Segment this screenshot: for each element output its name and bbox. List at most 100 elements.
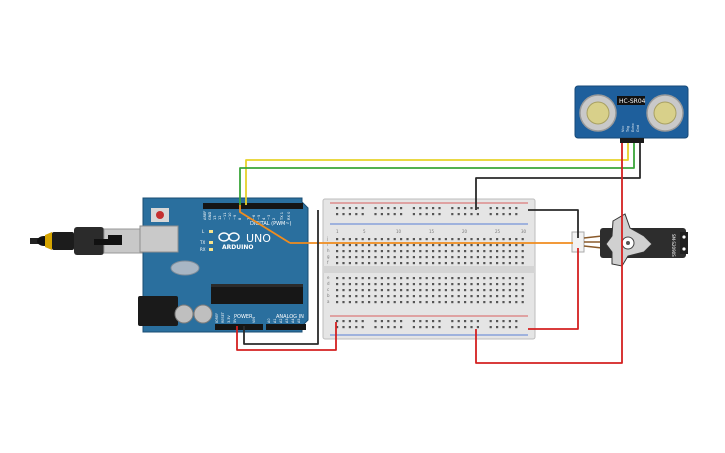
breadboard-hole[interactable] bbox=[374, 277, 377, 280]
breadboard-hole[interactable] bbox=[470, 256, 473, 259]
rail-hole[interactable] bbox=[336, 326, 339, 329]
breadboard-hole[interactable] bbox=[387, 250, 390, 253]
breadboard-hole[interactable] bbox=[406, 256, 409, 259]
breadboard-hole[interactable] bbox=[368, 295, 371, 298]
breadboard-hole[interactable] bbox=[355, 301, 358, 304]
breadboard-hole[interactable] bbox=[508, 283, 511, 286]
breadboard-hole[interactable] bbox=[483, 295, 486, 298]
breadboard-hole[interactable] bbox=[489, 250, 492, 253]
arduino-uno-board[interactable]: ARDUINO UNO DIGITAL (PWM~) POWER ANALOG … bbox=[138, 197, 309, 333]
breadboard-hole[interactable] bbox=[451, 238, 454, 241]
breadboard-hole[interactable] bbox=[508, 289, 511, 292]
breadboard-hole[interactable] bbox=[489, 289, 492, 292]
breadboard-hole[interactable] bbox=[438, 250, 441, 253]
rail-hole[interactable] bbox=[412, 207, 415, 210]
breadboard-hole[interactable] bbox=[406, 295, 409, 298]
breadboard-hole[interactable] bbox=[355, 289, 358, 292]
breadboard-hole[interactable] bbox=[432, 295, 435, 298]
breadboard-hole[interactable] bbox=[457, 277, 460, 280]
breadboard-hole[interactable] bbox=[489, 238, 492, 241]
breadboard-hole[interactable] bbox=[496, 238, 499, 241]
breadboard-hole[interactable] bbox=[476, 250, 479, 253]
breadboard-hole[interactable] bbox=[387, 283, 390, 286]
breadboard-hole[interactable] bbox=[393, 283, 396, 286]
wire-5v-red-arduino[interactable] bbox=[236, 322, 337, 351]
rail-hole[interactable] bbox=[419, 213, 422, 216]
breadboard-hole[interactable] bbox=[374, 295, 377, 298]
rail-hole[interactable] bbox=[425, 207, 428, 210]
breadboard-hole[interactable] bbox=[457, 244, 460, 247]
breadboard-hole[interactable] bbox=[419, 250, 422, 253]
breadboard-hole[interactable] bbox=[425, 301, 428, 304]
breadboard-hole[interactable] bbox=[425, 244, 428, 247]
breadboard-hole[interactable] bbox=[502, 289, 505, 292]
breadboard[interactable]: 1 5 10 15 20 25 30 j i h g f e d c b a bbox=[322, 198, 536, 340]
breadboard-hole[interactable] bbox=[502, 256, 505, 259]
rail-hole[interactable] bbox=[438, 326, 441, 329]
breadboard-hole[interactable] bbox=[412, 301, 415, 304]
rail-hole[interactable] bbox=[515, 213, 518, 216]
breadboard-hole[interactable] bbox=[425, 238, 428, 241]
breadboard-hole[interactable] bbox=[489, 244, 492, 247]
breadboard-hole[interactable] bbox=[336, 277, 339, 280]
breadboard-hole[interactable] bbox=[464, 238, 467, 241]
breadboard-hole[interactable] bbox=[393, 244, 396, 247]
breadboard-hole[interactable] bbox=[496, 295, 499, 298]
breadboard-hole[interactable] bbox=[438, 295, 441, 298]
breadboard-hole[interactable] bbox=[355, 295, 358, 298]
breadboard-hole[interactable] bbox=[470, 277, 473, 280]
breadboard-hole[interactable] bbox=[432, 238, 435, 241]
breadboard-hole[interactable] bbox=[496, 262, 499, 265]
breadboard-hole[interactable] bbox=[419, 289, 422, 292]
breadboard-hole[interactable] bbox=[476, 277, 479, 280]
breadboard-hole[interactable] bbox=[406, 250, 409, 253]
rail-hole[interactable] bbox=[476, 326, 479, 329]
breadboard-hole[interactable] bbox=[400, 289, 403, 292]
rail-hole[interactable] bbox=[502, 326, 505, 329]
breadboard-hole[interactable] bbox=[521, 262, 524, 265]
rail-hole[interactable] bbox=[342, 213, 345, 216]
breadboard-hole[interactable] bbox=[508, 250, 511, 253]
breadboard-hole[interactable] bbox=[483, 262, 486, 265]
breadboard-hole[interactable] bbox=[348, 295, 351, 298]
breadboard-hole[interactable] bbox=[412, 238, 415, 241]
breadboard-hole[interactable] bbox=[508, 295, 511, 298]
breadboard-hole[interactable] bbox=[521, 238, 524, 241]
rail-hole[interactable] bbox=[393, 326, 396, 329]
breadboard-hole[interactable] bbox=[368, 301, 371, 304]
breadboard-hole[interactable] bbox=[355, 277, 358, 280]
breadboard-hole[interactable] bbox=[432, 289, 435, 292]
breadboard-hole[interactable] bbox=[368, 244, 371, 247]
breadboard-hole[interactable] bbox=[464, 244, 467, 247]
breadboard-hole[interactable] bbox=[355, 238, 358, 241]
rail-hole[interactable] bbox=[400, 320, 403, 323]
digital-header[interactable] bbox=[203, 203, 303, 209]
rail-hole[interactable] bbox=[502, 213, 505, 216]
breadboard-hole[interactable] bbox=[380, 277, 383, 280]
breadboard-hole[interactable] bbox=[400, 301, 403, 304]
breadboard-hole[interactable] bbox=[374, 238, 377, 241]
rail-hole[interactable] bbox=[374, 320, 377, 323]
breadboard-hole[interactable] bbox=[412, 262, 415, 265]
breadboard-hole[interactable] bbox=[432, 244, 435, 247]
breadboard-hole[interactable] bbox=[400, 277, 403, 280]
breadboard-hole[interactable] bbox=[387, 244, 390, 247]
breadboard-hole[interactable] bbox=[444, 295, 447, 298]
breadboard-hole[interactable] bbox=[470, 295, 473, 298]
breadboard-hole[interactable] bbox=[457, 238, 460, 241]
breadboard-hole[interactable] bbox=[464, 262, 467, 265]
rail-hole[interactable] bbox=[355, 207, 358, 210]
breadboard-hole[interactable] bbox=[521, 289, 524, 292]
breadboard-hole[interactable] bbox=[451, 283, 454, 286]
breadboard-hole[interactable] bbox=[419, 301, 422, 304]
rail-hole[interactable] bbox=[361, 213, 364, 216]
rail-hole[interactable] bbox=[476, 213, 479, 216]
rail-hole[interactable] bbox=[336, 213, 339, 216]
breadboard-hole[interactable] bbox=[432, 262, 435, 265]
breadboard-hole[interactable] bbox=[438, 301, 441, 304]
breadboard-hole[interactable] bbox=[483, 244, 486, 247]
rail-hole[interactable] bbox=[432, 326, 435, 329]
breadboard-hole[interactable] bbox=[368, 289, 371, 292]
rail-hole[interactable] bbox=[508, 326, 511, 329]
breadboard-hole[interactable] bbox=[470, 301, 473, 304]
